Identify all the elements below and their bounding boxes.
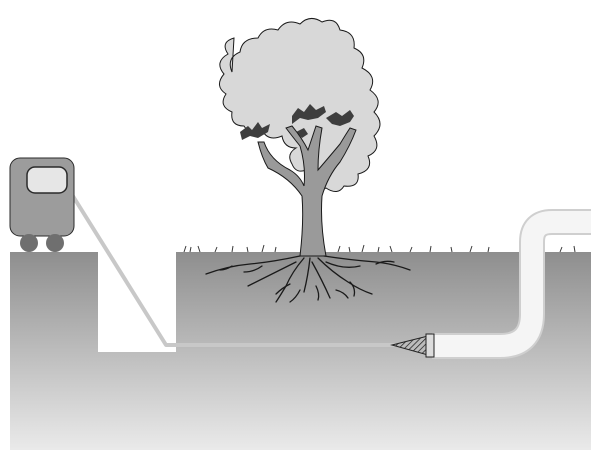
grass	[184, 245, 575, 252]
machine-window	[27, 167, 67, 193]
tree-canopy	[219, 18, 380, 191]
tree	[219, 18, 380, 256]
machine-wheel	[46, 234, 64, 252]
boring-machine	[10, 158, 74, 252]
machine-wheel	[20, 234, 38, 252]
